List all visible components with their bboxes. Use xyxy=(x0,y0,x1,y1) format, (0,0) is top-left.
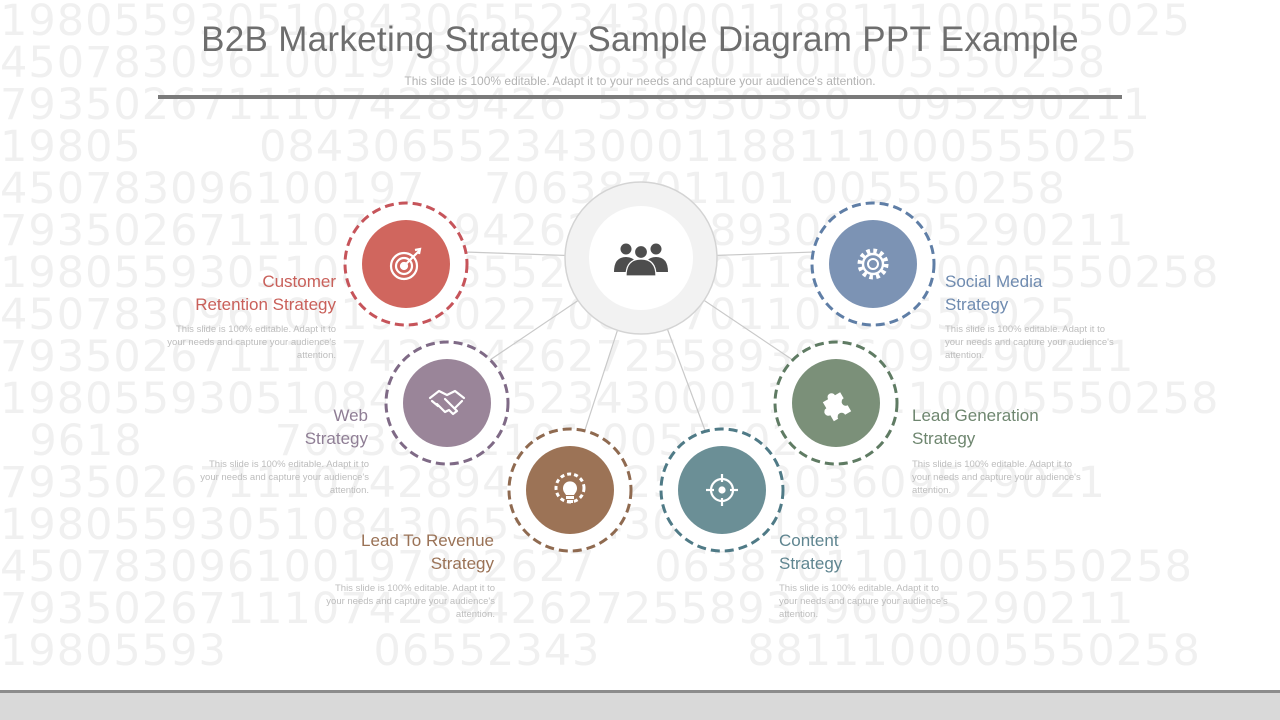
node-disc xyxy=(829,220,917,308)
background-number-row: 1980559305108430655234300011881110005550… xyxy=(0,0,1192,46)
node-customer-retention xyxy=(343,201,469,327)
label-lead-generation: Lead Generation Strategy xyxy=(912,404,1112,450)
label-line: Retention Strategy xyxy=(195,295,336,314)
label-customer-retention: Customer Retention Strategy xyxy=(136,270,336,316)
handshake-icon xyxy=(428,389,466,416)
gear-icon xyxy=(857,248,889,280)
strategy-diagram xyxy=(343,181,936,553)
label-web: Web Strategy xyxy=(168,404,368,450)
node-web xyxy=(384,340,510,466)
node-social-media xyxy=(810,201,936,327)
label-content: Content Strategy xyxy=(779,529,979,575)
background-number-row: 7935026711107428942627255893096095290211 xyxy=(0,332,1135,382)
label-lead-to-revenue: Lead To Revenue Strategy xyxy=(294,529,494,575)
label-line: Social Media xyxy=(945,272,1043,291)
desc-content: This slide is 100% editable. Adapt it to… xyxy=(779,583,948,620)
label-social-media: Social Media Strategy xyxy=(945,270,1145,316)
target-icon xyxy=(389,247,422,281)
label-line: Strategy xyxy=(779,554,843,573)
background-number-row: 79350267111074289426 558930360 095290211 xyxy=(0,80,1151,130)
label-line: Lead To Revenue xyxy=(361,531,494,550)
background-number-row: 19805593051084306552343000118811000 xyxy=(0,500,993,550)
background-number-row: 19805593 06552343 8811100005550258 xyxy=(0,626,1201,676)
background-number-pattern: 1980559305108430655234300011881110005550… xyxy=(0,0,1220,676)
label-line: Lead Generation xyxy=(912,406,1039,425)
node-lead-generation xyxy=(773,340,899,466)
slide-title: B2B Marketing Strategy Sample Diagram PP… xyxy=(201,20,1079,59)
label-line: Strategy xyxy=(430,554,494,573)
crosshair-icon xyxy=(706,474,738,506)
label-line: Strategy xyxy=(304,429,368,448)
lightbulb-gear-icon xyxy=(554,472,586,504)
puzzle-icon xyxy=(822,392,852,422)
footer-bar xyxy=(0,690,1280,720)
label-line: Web xyxy=(333,406,368,425)
label-line: Content xyxy=(779,531,839,550)
label-line: Customer xyxy=(262,272,336,291)
background-number-row: 450783096100197802270638701101005550258 xyxy=(0,38,1106,88)
node-content xyxy=(659,427,785,553)
center-hub xyxy=(564,181,718,335)
title-divider xyxy=(158,95,1122,99)
node-lead-to-revenue xyxy=(507,427,633,553)
background-number-row: 450783096100197 70638701101 005550258 xyxy=(0,164,1066,214)
desc-customer-retention: This slide is 100% editable. Adapt it to… xyxy=(167,324,336,361)
label-line: Strategy xyxy=(912,429,976,448)
desc-social-media: This slide is 100% editable. Adapt it to… xyxy=(945,324,1114,361)
background-number-row: 7935026711107428942627255893096095290211 xyxy=(0,584,1135,634)
label-line: Strategy xyxy=(945,295,1009,314)
node-disc xyxy=(403,359,491,447)
desc-web: This slide is 100% editable. Adapt it to… xyxy=(200,459,369,496)
background-number-row: 19805 0843065523430001188111000555025 xyxy=(0,122,1139,172)
desc-lead-generation: This slide is 100% editable. Adapt it to… xyxy=(912,459,1081,496)
background-number-row: 450783096100197802627 063870110100555025… xyxy=(0,542,1193,592)
desc-lead-to-revenue: This slide is 100% editable. Adapt it to… xyxy=(326,583,495,620)
people-group-icon xyxy=(614,243,668,277)
slide-subtitle: This slide is 100% editable. Adapt it to… xyxy=(404,74,876,88)
background-number-row: 1980559305108430655234300011881110005550… xyxy=(0,374,1220,424)
